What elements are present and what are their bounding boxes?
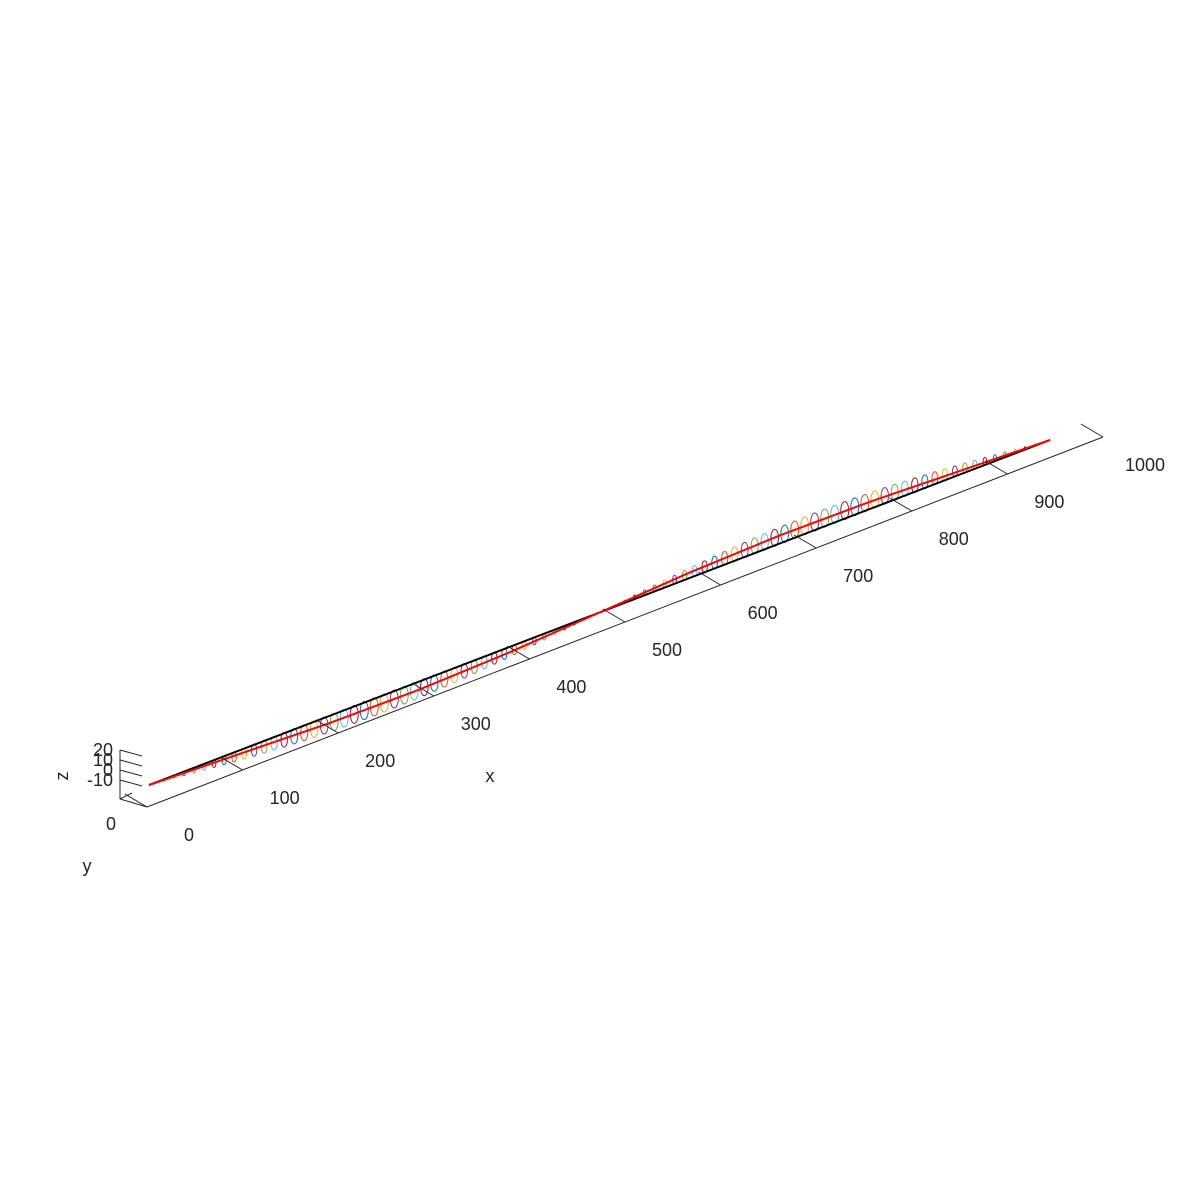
x-axis-label: x	[486, 766, 495, 786]
series-line-2	[148, 439, 1051, 786]
x-tick-label: 1000	[1125, 455, 1165, 475]
z-tick-mark	[119, 759, 143, 767]
x-tick-mark	[698, 571, 721, 586]
x-tick-mark	[411, 682, 435, 697]
x-axis-ticks: 0 100 200 300 400 500 600 700 800 900 1000	[124, 423, 1165, 845]
y-axis-ticks: 0	[106, 792, 133, 834]
z-tick-mark	[119, 749, 143, 757]
y-tick-label: 0	[106, 814, 116, 834]
z-tick-label: -10	[87, 770, 113, 790]
x-tick-label: 900	[1034, 492, 1064, 512]
z-tick-mark	[119, 779, 143, 787]
x-tick-label: 500	[652, 640, 682, 660]
z-tick-label: 10	[93, 750, 113, 770]
x-tick-label: 600	[748, 603, 778, 623]
y-axis-label: y	[83, 856, 92, 876]
x-tick-mark	[602, 608, 626, 623]
z-axis-label: z	[52, 772, 72, 781]
z-tick-mark	[119, 769, 143, 777]
x-tick-label: 100	[270, 788, 300, 808]
z-tick-label: 0	[103, 760, 113, 780]
x-tick-mark	[793, 534, 817, 549]
y-tick-mark	[119, 792, 133, 800]
x-tick-mark	[124, 793, 148, 808]
x-tick-mark	[315, 719, 339, 734]
x-tick-label: 700	[843, 566, 873, 586]
x-tick-mark	[889, 497, 913, 512]
x-tick-label: 200	[365, 751, 395, 771]
series-lines	[148, 439, 1051, 786]
y-axis-line	[119, 798, 148, 808]
x-tick-label: 800	[939, 529, 969, 549]
x-tick-mark	[220, 756, 243, 771]
x-tick-mark	[985, 460, 1008, 475]
x-tick-label: 400	[556, 677, 586, 697]
x-tick-mark	[1080, 423, 1104, 438]
z-tick-label: 20	[93, 740, 113, 760]
x-tick-label: 300	[461, 714, 491, 734]
x-tick-label: 0	[184, 825, 194, 845]
x-tick-mark	[507, 645, 530, 660]
